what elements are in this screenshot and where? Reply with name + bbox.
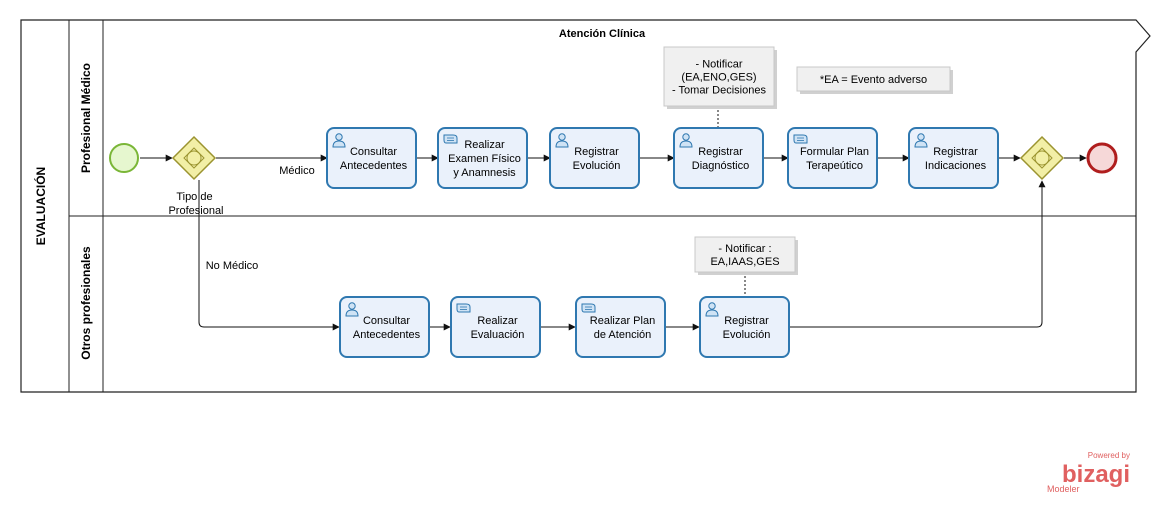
lane-label-otros: Otros profesionales <box>79 246 93 360</box>
sequence-flows <box>140 106 1087 331</box>
user-task-icon <box>332 133 346 148</box>
text-annotation: *EA = Evento adverso <box>796 66 953 94</box>
annotation-text: *EA = Evento adverso <box>820 74 927 86</box>
annotation-line: - Notificar <box>695 59 742 71</box>
watermark-product: Modeler <box>1047 484 1080 494</box>
task-realizar-plan-de-atención[interactable]: Realizar Plan de Atención <box>575 296 666 358</box>
user-task-icon <box>555 133 569 148</box>
annotations: - Notificar(EA,ENO,GES)- Tomar Decisione… <box>663 46 953 275</box>
gateway-split[interactable] <box>171 135 217 181</box>
task-label-line: Evolución <box>723 329 771 341</box>
text-annotation: - Notificar :EA,IAAS,GES <box>694 236 798 275</box>
manual-task-icon <box>443 134 458 144</box>
task-label-line: Registrar <box>698 146 743 158</box>
flow-label-no-medico: No Médico <box>206 260 259 272</box>
manual-task-icon <box>581 303 596 313</box>
user-task-icon <box>345 302 359 317</box>
start-event[interactable] <box>109 143 139 173</box>
task-label-line: Formular Plan <box>800 146 869 158</box>
task-label-line: Realizar Plan <box>590 315 655 327</box>
watermark-brand: bizagi <box>1062 461 1130 488</box>
pool-label: EVALUACIÓN <box>33 167 48 245</box>
manual-task-icon <box>793 134 808 144</box>
task-label-line: Realizar <box>477 315 518 327</box>
text-annotation: - Notificar(EA,ENO,GES)- Tomar Decisione… <box>663 46 777 109</box>
gateway-split-label-line-2: Profesional <box>168 205 223 217</box>
task-label-line: y Anamnesis <box>453 167 516 179</box>
flow-gateway-no-medico <box>198 180 340 331</box>
task-label-line: Indicaciones <box>925 160 987 172</box>
task-label-line: Registrar <box>933 146 978 158</box>
pool-title: Atención Clínica <box>559 28 646 40</box>
gateway-split-label: Tipo de Profesional <box>168 191 223 217</box>
annotation-line: EA,IAAS,GES <box>710 256 779 268</box>
task-label-line: Terapeútico <box>806 160 863 172</box>
user-task-icon <box>914 133 928 148</box>
annotation-text: - Notificar(EA,ENO,GES)- Tomar Decisione… <box>672 59 766 97</box>
task-label-line: Examen Físico <box>448 153 521 165</box>
annotation-line: - Tomar Decisiones <box>672 85 766 97</box>
user-task-icon <box>705 302 719 317</box>
task-label-line: Evolución <box>573 160 621 172</box>
manual-task-icon <box>456 303 471 313</box>
task-label-line: Consultar <box>363 315 410 327</box>
annotation-line: - Notificar : <box>718 243 771 255</box>
task-label-line: Registrar <box>574 146 619 158</box>
end-event[interactable] <box>1086 142 1118 174</box>
task-label-line: Registrar <box>724 315 769 327</box>
task-label-line: Evaluación <box>471 329 525 341</box>
task-label: Realizar Plan de Atención <box>590 315 655 341</box>
watermark-powered: Powered by <box>1088 451 1130 460</box>
task-label-line: de Atención <box>594 329 652 341</box>
task-label-line: Diagnóstico <box>692 160 749 172</box>
task-label-line: Consultar <box>350 146 397 158</box>
annotation-text: - Notificar :EA,IAAS,GES <box>710 243 779 268</box>
gateway-join[interactable] <box>1019 135 1065 181</box>
task-label-line: Antecedentes <box>340 160 408 172</box>
task-label-line: Realizar <box>464 139 505 151</box>
user-task-icon <box>679 133 693 148</box>
lane-label-medico: Profesional Médico <box>79 63 93 173</box>
flow-o4-join <box>789 180 1046 328</box>
flow-label-medico: Médico <box>279 165 314 177</box>
pool: EVALUACIÓN Atención Clínica Profesional … <box>20 19 1151 393</box>
task-label-line: Antecedentes <box>353 329 421 341</box>
annotation-line: *EA = Evento adverso <box>820 74 927 86</box>
gateway-split-label-line-1: Tipo de <box>176 191 212 203</box>
bizagi-watermark: Powered by bizagi Modeler <box>1047 451 1130 494</box>
annotation-line: (EA,ENO,GES) <box>681 72 756 84</box>
